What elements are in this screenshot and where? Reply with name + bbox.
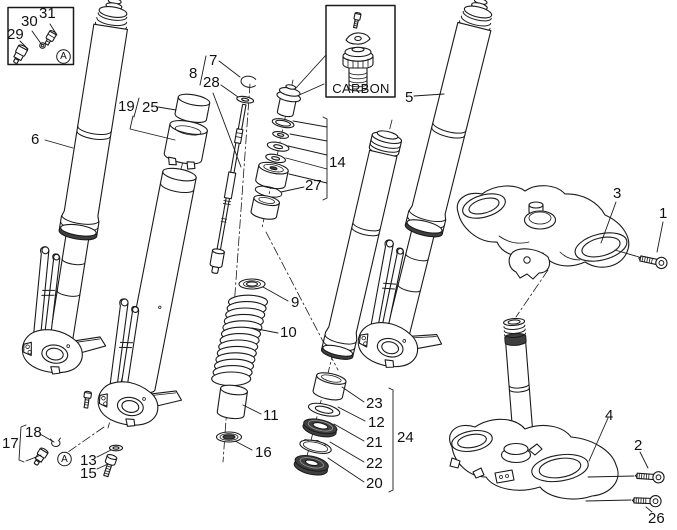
callout-6: 6 [31, 131, 40, 148]
axle-washer-13 [108, 444, 124, 452]
inset-box-a [7, 6, 75, 66]
callout-1: 1 [659, 205, 668, 222]
callout-29: 29 [7, 26, 24, 43]
callout-11: 11 [263, 407, 279, 424]
callout-5: 5 [405, 89, 414, 106]
dust-seal [293, 454, 329, 476]
callout-31: 31 [39, 5, 56, 22]
valve-31 [44, 30, 57, 46]
fork-spring [211, 294, 269, 387]
fork-cap-plug [276, 84, 302, 118]
callout-27: 27 [305, 177, 322, 194]
variant-marker-a-bottom: A [61, 453, 68, 465]
clamp-bolt-2 [634, 469, 666, 484]
carbon-box-label: CARBON [332, 81, 390, 96]
carbon-inset-box [325, 4, 396, 98]
clamp-stud-26 [631, 494, 662, 508]
callout-22: 22 [366, 455, 383, 472]
leader-lines [18, 23, 664, 513]
axle-bolt-15 [103, 453, 118, 478]
top-triple-clamp [456, 185, 669, 280]
callout-20: 20 [366, 475, 383, 492]
oil-seal [302, 418, 338, 438]
callout-26: 26 [648, 510, 665, 527]
callout-18: 18 [25, 424, 42, 441]
clamp-bolt-1 [637, 252, 669, 271]
carbon-cap-assembly [342, 12, 374, 92]
spring-seat-washer [238, 278, 266, 290]
outer-tube-exploded [93, 93, 211, 437]
clip-18 [50, 437, 61, 447]
callout-19: 19 [118, 98, 135, 115]
bleed-plug-29 [13, 44, 29, 64]
variant-marker-a-inset: A [60, 51, 67, 62]
callout-7: 7 [209, 52, 218, 69]
pinch-screw [83, 390, 93, 409]
slide-bushing [312, 372, 347, 401]
seal-washer [307, 402, 341, 417]
marker-a-circle-inset [56, 49, 71, 64]
callout-21: 21 [366, 434, 383, 451]
callout-8: 8 [189, 65, 198, 82]
callout-28: 28 [203, 74, 220, 91]
retaining-clip [299, 439, 332, 454]
callout-3: 3 [613, 185, 622, 202]
seal-ring-30 [39, 42, 46, 49]
lower-spring-washer [215, 431, 243, 443]
bleed-screw-a [33, 447, 49, 466]
callout-13: 13 [80, 452, 97, 469]
hydraulic-piston [255, 161, 289, 190]
bottom-triple-clamp [449, 317, 666, 508]
cap-and-shim-stack [250, 84, 302, 220]
callout-2: 2 [634, 437, 643, 454]
damper-rod [209, 75, 257, 274]
callout-17: 17 [2, 435, 19, 452]
callout-12: 12 [368, 414, 385, 431]
callout-14: 14 [329, 154, 346, 171]
callout-10: 10 [280, 324, 297, 341]
inner-tube-exploded [293, 130, 403, 476]
spring-spacer [216, 384, 248, 420]
callout-15: 15 [80, 465, 97, 482]
callout-9: 9 [291, 294, 300, 311]
spring-column [211, 278, 269, 443]
callout-4: 4 [605, 407, 614, 424]
callout-16: 16 [255, 444, 272, 461]
spring-cup [250, 194, 280, 220]
callout-25: 25 [142, 99, 159, 116]
callout-24: 24 [397, 429, 414, 446]
callout-30: 30 [21, 13, 38, 30]
shim-washers [265, 118, 295, 164]
callout-23: 23 [366, 395, 383, 412]
marker-a-circle [57, 451, 72, 467]
